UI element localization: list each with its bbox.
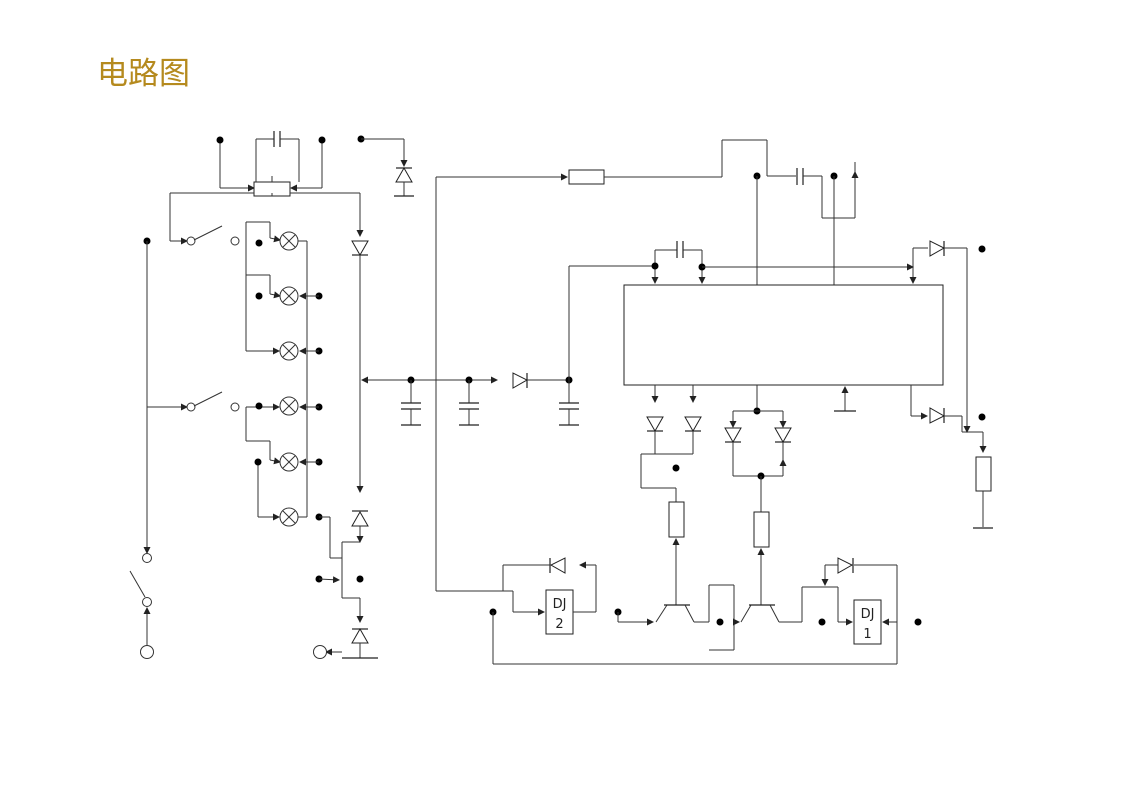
output-diodes [640, 385, 792, 605]
lamp-icon [279, 286, 299, 306]
ic-block [623, 240, 993, 529]
lamp-icon [279, 396, 299, 416]
filter-capacitors [361, 265, 655, 426]
relay-dj2-number: 2 [555, 617, 563, 632]
switch-blade [129, 570, 146, 598]
page-title: 电路图 [97, 56, 190, 92]
lamp-array [245, 221, 323, 527]
resistor [668, 501, 685, 538]
resistor [753, 511, 770, 548]
lamp-icon [279, 341, 299, 361]
switch-blade [193, 225, 223, 241]
relay-dj2-label: DJ [553, 597, 567, 612]
resistor [568, 169, 605, 185]
relay-dj1-label: DJ [861, 607, 875, 622]
diode-to-ground [357, 135, 414, 197]
left-diode-rail [313, 193, 378, 659]
relay-dj1 [853, 599, 882, 645]
resistor [975, 456, 992, 492]
switch-bus [129, 193, 240, 659]
relay-dj2 [545, 589, 574, 635]
relay-dj1-number: 1 [863, 627, 871, 642]
top-feed [435, 139, 859, 591]
lamp-icon [279, 452, 299, 472]
switch-blade [193, 391, 223, 407]
lamp-icon [279, 507, 299, 527]
relay-driver: DJ 2 DJ 1 [436, 557, 922, 665]
potentiometer-group [170, 131, 360, 197]
lamp-icon [279, 231, 299, 251]
